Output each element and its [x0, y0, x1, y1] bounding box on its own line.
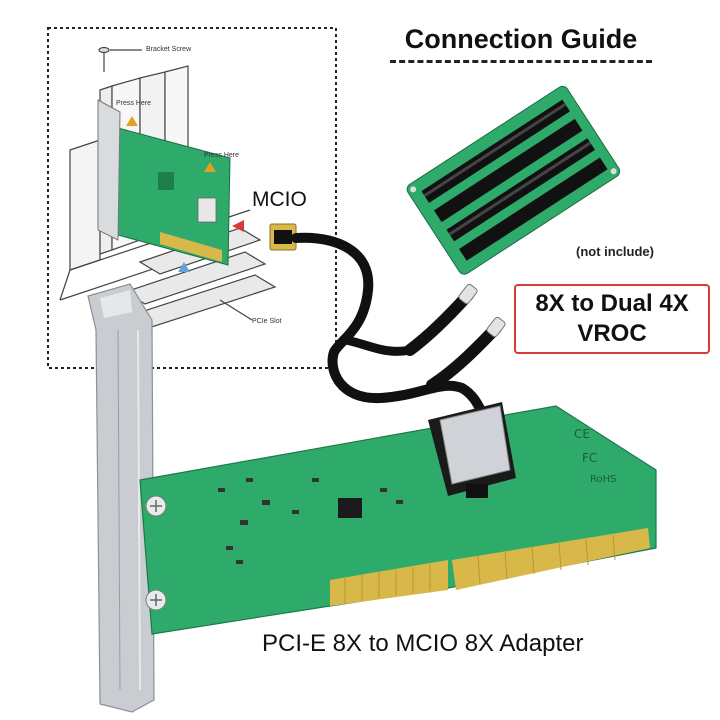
- press-here-label-2: Press Here: [204, 152, 240, 159]
- vroc-riser-board: [406, 85, 621, 275]
- svg-text:FC: FC: [582, 451, 597, 465]
- bracket-screw-label: Bracket Screw: [146, 46, 192, 53]
- vroc-line-1: 8X to Dual 4X: [535, 290, 689, 317]
- diagram-card: [97, 99, 244, 272]
- svg-text:CE: CE: [574, 427, 590, 441]
- adapter-caption: PCI-E 8X to MCIO 8X Adapter: [262, 630, 584, 657]
- pcie-slot-label: PCIe Slot: [252, 318, 282, 325]
- not-included-note: (not include): [576, 244, 654, 259]
- svg-text:RoHS: RoHS: [590, 474, 616, 485]
- mcio-label: MCIO: [252, 188, 307, 211]
- title-dashed-rule: [390, 60, 652, 63]
- pcie-bracket: [87, 283, 155, 713]
- vroc-callout-box: 8X to Dual 4X VROC: [514, 284, 710, 354]
- mcio-connector: [428, 402, 516, 498]
- adapter-card: CE FC RoHS: [139, 402, 657, 635]
- press-here-label-1: Press Here: [116, 100, 152, 107]
- vroc-line-2: VROC: [577, 320, 647, 347]
- cable-plugs: [458, 283, 506, 338]
- connection-guide-title: Connection Guide: [404, 24, 638, 54]
- card-screws: [145, 495, 167, 611]
